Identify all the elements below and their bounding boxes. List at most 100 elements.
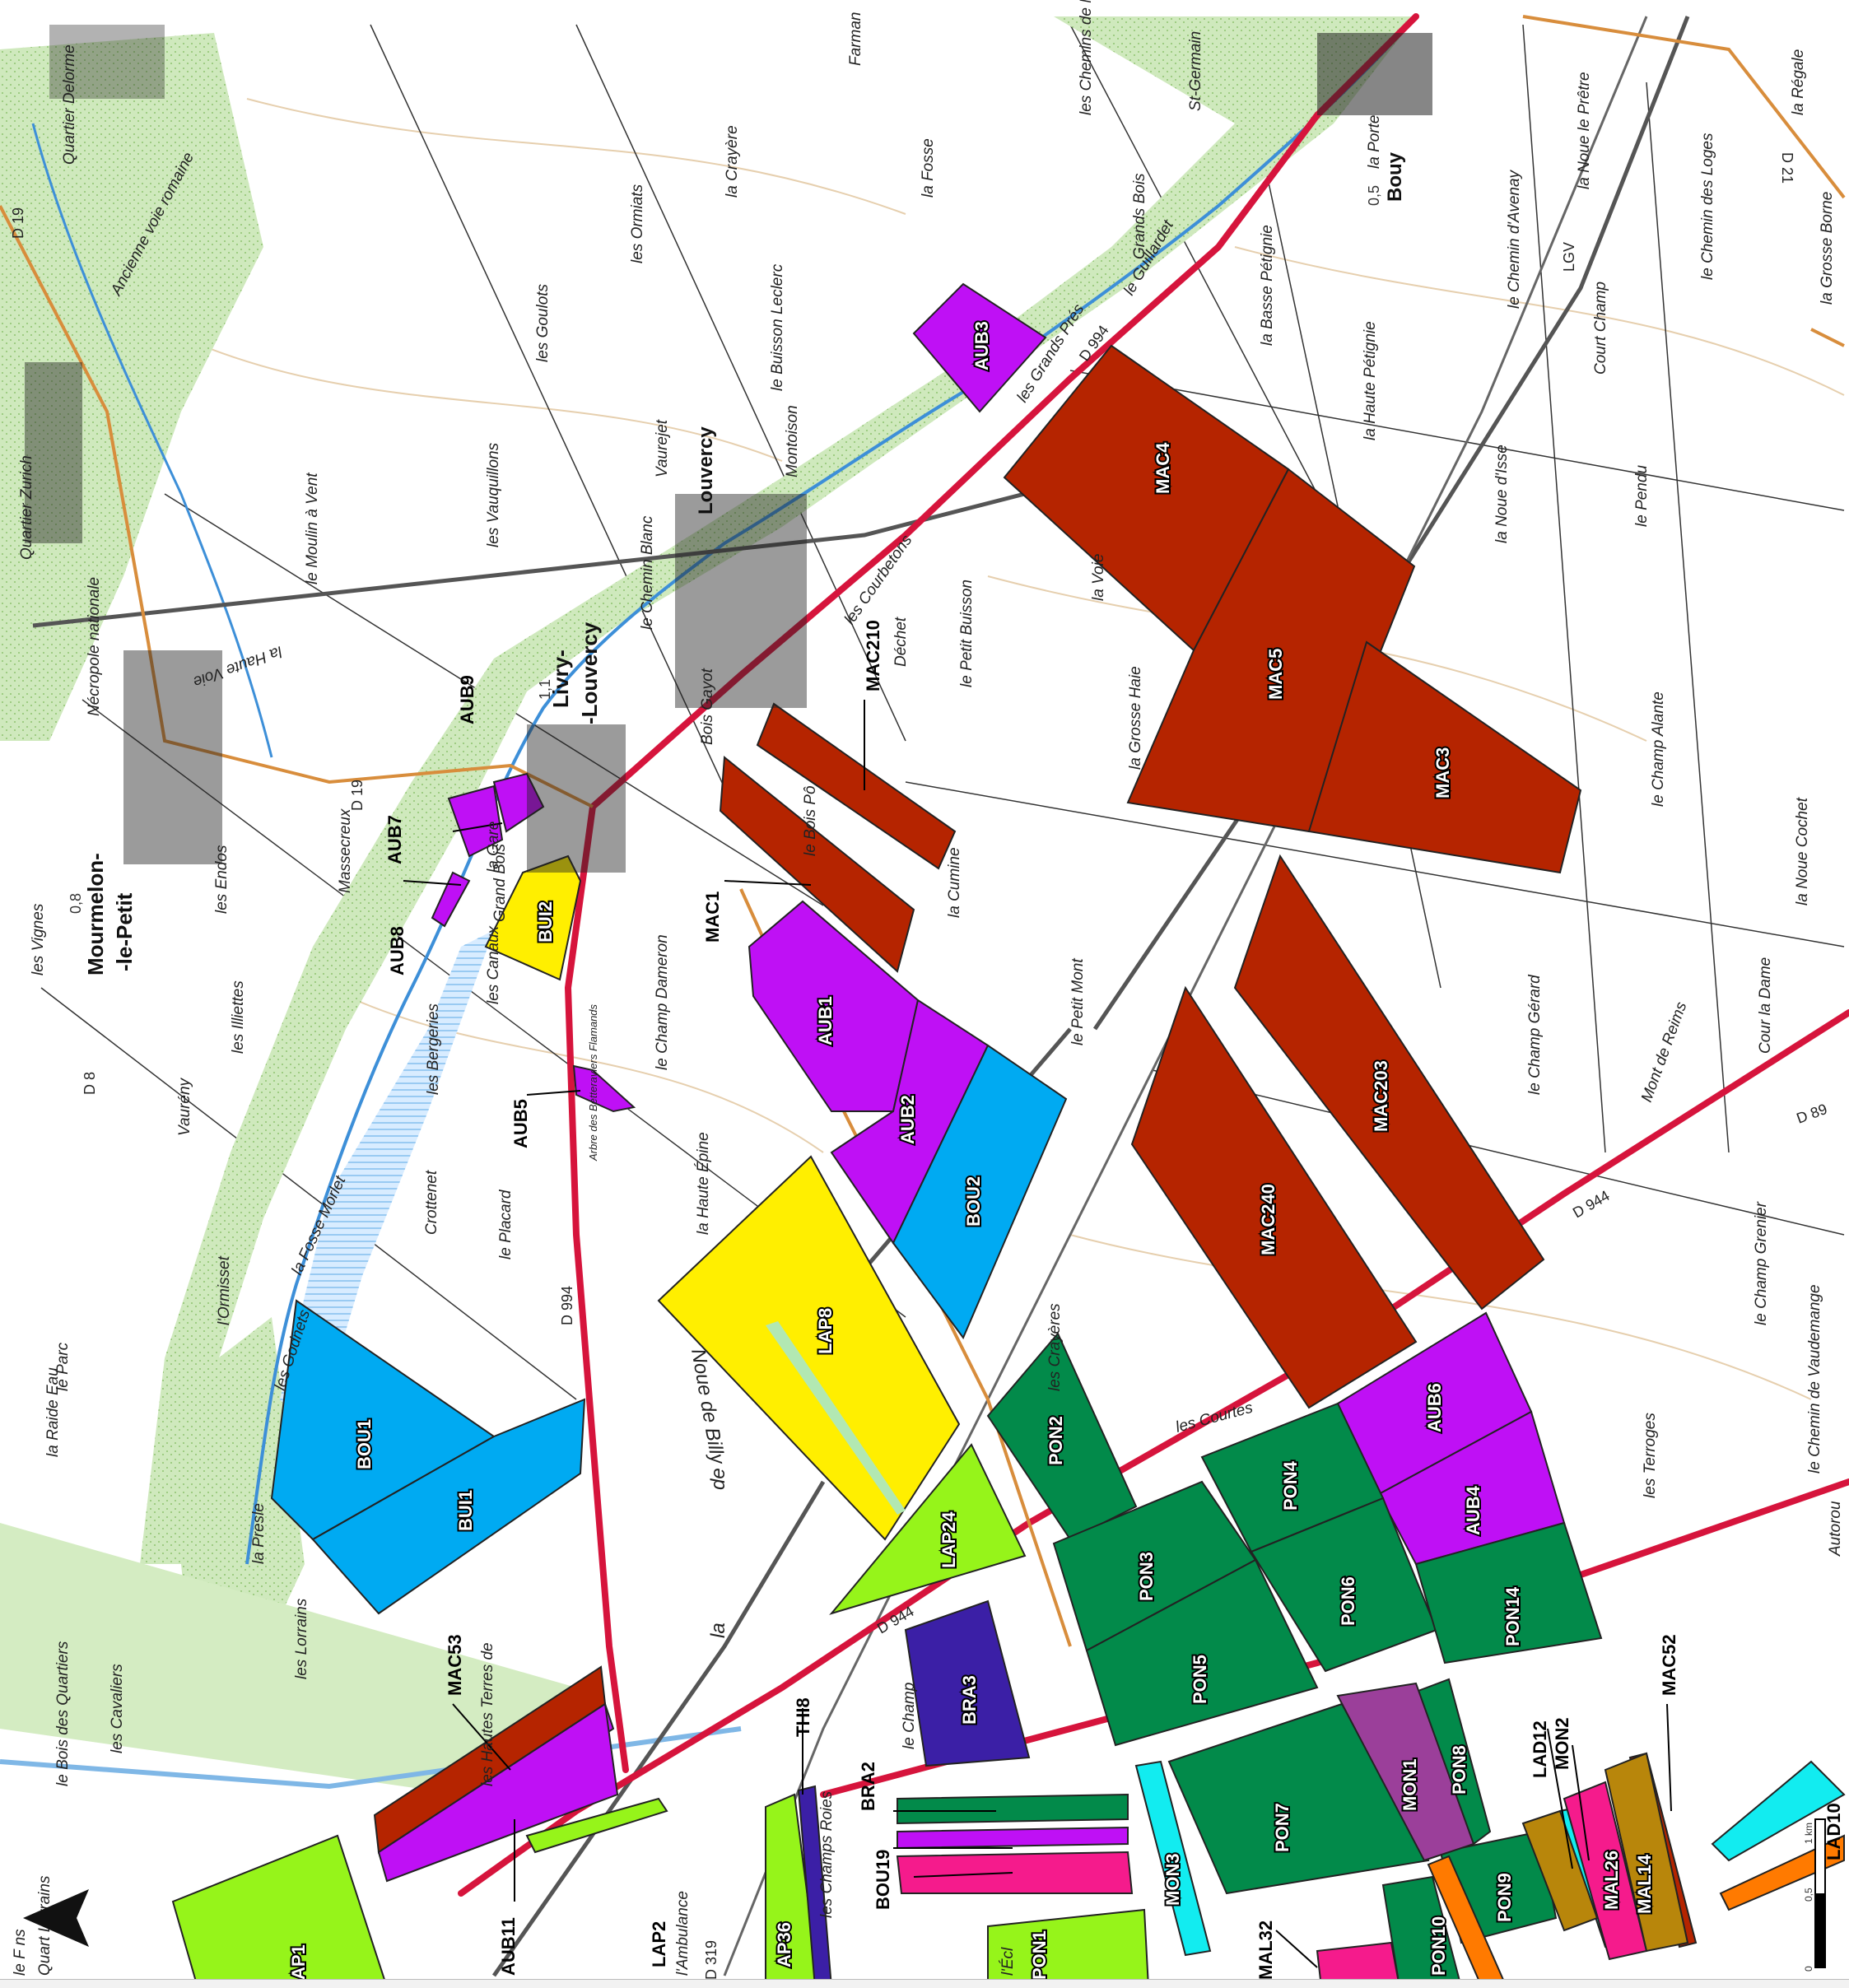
label-PON9: PON10 [1428, 1916, 1449, 1976]
label-MAC1: MAC1 [702, 892, 723, 943]
label-AUB7: AUB7 [384, 815, 405, 864]
label-AUB9: AUB9 [457, 675, 477, 724]
label-LAP2: AP36 [774, 1922, 794, 1967]
parcel-AUB11b[interactable] [377, 1702, 619, 1883]
parcel-AUB10[interactable] [897, 1826, 1129, 1850]
place-label: les Cavaliers [109, 1664, 126, 1753]
place-label: le Champ Grenier [1753, 1201, 1770, 1325]
parcel-MAC203[interactable] [1233, 854, 1545, 1311]
place-label: le Parc [54, 1342, 72, 1391]
place-label: la [707, 1623, 729, 1638]
place-label: Court Champ [1592, 282, 1609, 375]
label-PON8: PON9 [1494, 1873, 1515, 1922]
river-left [31, 123, 273, 758]
parcel-MON2[interactable] [1711, 1760, 1846, 1862]
parcel-AUB5[interactable] [572, 1064, 636, 1113]
place-label: la Gare [485, 822, 502, 873]
parcel-AP1[interactable] [987, 1908, 1150, 1987]
parcels-mac [373, 344, 1698, 1948]
label-BOU1: BUI1 [455, 1490, 476, 1531]
place-label: les Chemins de Mourmelon [1078, 0, 1095, 115]
parcel-BOU1[interactable] [311, 1398, 586, 1615]
parcel-PON14[interactable] [897, 1793, 1129, 1825]
parcel-AUB3[interactable] [912, 282, 1047, 413]
place-label: Autorou [1827, 1501, 1844, 1557]
label-AUB1: AUB1 [815, 996, 836, 1045]
road-label-d8: D 8 [82, 1072, 98, 1095]
place-label: Crottenet [423, 1170, 440, 1235]
parcel-AP36[interactable] [171, 1834, 389, 1987]
parcels-orange [1427, 1834, 1845, 1987]
place-label: de [707, 1468, 729, 1490]
label-MAC203: MAC203 [1371, 1060, 1391, 1132]
parcels-bou [270, 1044, 1068, 1615]
parcel-AUB9[interactable] [492, 772, 545, 833]
parcel-BUI1[interactable] [484, 854, 582, 981]
parcel-PON4[interactable] [1085, 1558, 1319, 1747]
parcel-THI8[interactable] [1336, 1682, 1475, 1862]
parcel-MAC3[interactable] [1307, 640, 1582, 874]
place-label: les Lorrains [293, 1598, 310, 1679]
parcel-LAP8[interactable] [829, 1443, 1027, 1615]
place-label: les Vignes [30, 903, 47, 975]
place-label: Vaurejet [654, 419, 671, 477]
parcel-AUB7[interactable] [447, 784, 504, 858]
parcel-PON10[interactable] [1414, 1521, 1603, 1664]
place-label: Grand Bois [491, 843, 509, 922]
label-LAP24: LAP2 [649, 1921, 669, 1967]
parcel-AUB2[interactable] [830, 999, 990, 1245]
place-label: le Buisson Leclerc [769, 263, 786, 391]
place-label: le F ns [12, 1929, 29, 1976]
place-label: Quartier Zurich [18, 455, 35, 560]
parcel-MAL26[interactable] [1316, 1941, 1401, 1987]
parcel-BOU19[interactable] [892, 1044, 1068, 1339]
label-AUB10: BOU19 [873, 1850, 893, 1910]
parcel-LAP2[interactable] [765, 1793, 821, 1987]
parcel-MAC1[interactable] [719, 756, 915, 973]
place-label: la Presle [250, 1503, 268, 1564]
parcel-MON1[interactable] [1134, 1760, 1212, 1957]
place-label: le Chemin d'Avenay [1506, 169, 1523, 309]
parcel-BUI2[interactable] [657, 1155, 961, 1541]
bottom-strip [0, 1979, 1849, 1988]
place-label: le Champ Alante [1650, 691, 1667, 807]
parcel-PON6[interactable] [1167, 1702, 1430, 1895]
parcel-BRA3[interactable] [797, 1785, 833, 1987]
place-label: la Grosse Haie [1127, 666, 1144, 770]
parcel-MAL32[interactable] [896, 1851, 1134, 1894]
place-label: Grands Bois [1131, 173, 1148, 259]
place-label: le Chemin des Loges [1699, 133, 1716, 280]
town-labels: Bouy 0,5 Louvercy Livry- -Louvercy 1,1 M… [68, 151, 1406, 975]
place-label: les Champs Roies [818, 1790, 836, 1918]
parcel-orange-1[interactable] [1427, 1855, 1508, 1987]
scale-bar: 0 0,5 1 km [1803, 1818, 1826, 1972]
parcel-PON1[interactable] [986, 1332, 1138, 1541]
label-MAL26: MAL32 [1255, 1920, 1276, 1980]
place-label: Farman [847, 12, 864, 66]
parcel-LAP24[interactable] [525, 1797, 668, 1854]
parcel-BRA2[interactable] [904, 1599, 1031, 1767]
parcel-MAC210[interactable] [756, 702, 957, 870]
parcel-AUB8[interactable] [431, 871, 471, 928]
label-BOU19: BOU2 [963, 1176, 984, 1227]
label-MAC52: MAC52 [1659, 1634, 1679, 1696]
label-PON1: PON2 [1046, 1416, 1066, 1465]
parcel-orange-2[interactable] [1719, 1834, 1845, 1911]
place-label: les Bergeries [425, 1003, 442, 1095]
label-LAD12: MAL14 [1634, 1854, 1655, 1914]
label-BUI1: BUI2 [535, 901, 556, 943]
label-BRA3: THI8 [793, 1697, 813, 1737]
place-label: les Vauquillons [485, 442, 502, 547]
label-AUB5: AUB5 [510, 1099, 531, 1148]
parcel-LAD12[interactable] [1604, 1752, 1689, 1953]
place-label: Vaurény [176, 1077, 193, 1136]
place-label: la Régale [1790, 49, 1807, 115]
place-label: la Grosse Borne [1819, 192, 1836, 305]
label-BUI2: LAP8 [815, 1308, 836, 1354]
parcel-MAC240[interactable] [1130, 985, 1418, 1409]
place-label: la Noue Cochet [1794, 797, 1811, 906]
label-AUB8: AUB8 [387, 926, 408, 975]
place-label: le Placard [497, 1189, 515, 1259]
label-PON10: PON14 [1502, 1586, 1523, 1646]
place-label: Quartier Delorme [61, 44, 78, 165]
